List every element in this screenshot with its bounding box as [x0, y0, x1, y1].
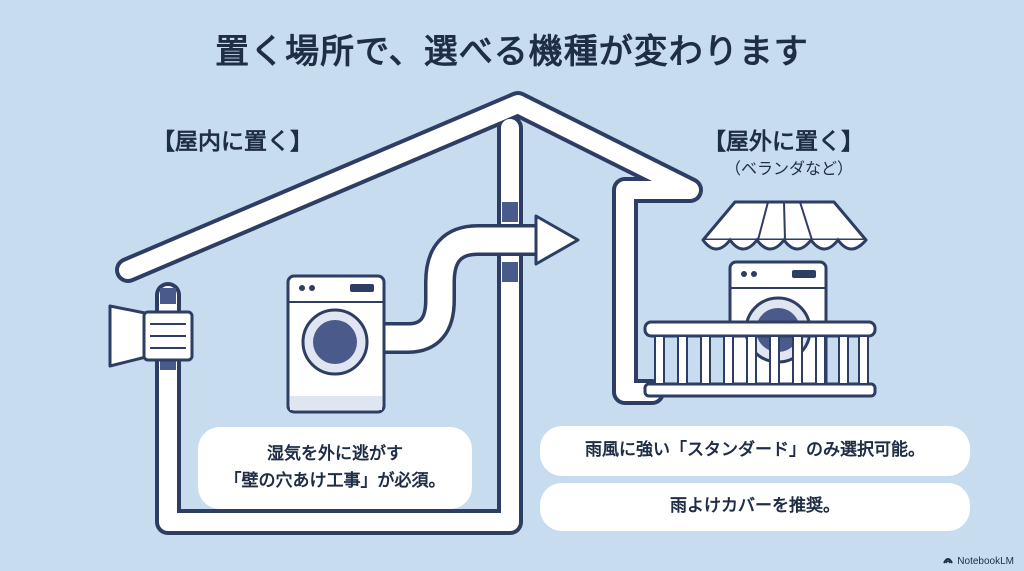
- indoor-note-box: 湿気を外に逃がす 「壁の穴あけ工事」が必須。: [198, 427, 472, 509]
- balcony-railing-icon: [643, 320, 877, 398]
- outdoor-note2-text: 雨よけカバーを推奨。: [670, 496, 840, 517]
- duct-arrow-icon: [375, 214, 580, 354]
- indoor-label: 【屋内に置く】: [152, 129, 313, 155]
- outdoor-note1-text: 雨風に強い「スタンダード」のみ選択可能。: [585, 440, 925, 461]
- vent-hood-icon: [108, 304, 194, 368]
- notebooklm-logo-icon: [943, 558, 953, 564]
- page-title: 置く場所で、選べる機種が変わります: [215, 32, 809, 72]
- indoor-note-line1: 湿気を外に逃がす: [267, 443, 403, 464]
- indoor-note-line2: 「壁の穴あけ工事」が必須。: [224, 471, 446, 491]
- awning-icon: [701, 200, 868, 251]
- washing-machine-icon: [286, 274, 386, 414]
- outdoor-note-box-2: 雨よけカバーを推奨。: [540, 483, 970, 531]
- outdoor-note-box-1: 雨風に強い「スタンダード」のみ選択可能。: [540, 426, 970, 476]
- house-outline-icon: [115, 91, 703, 535]
- brand-text: NotebookLM: [957, 556, 1014, 567]
- outdoor-sublabel: （ベランダなど）: [725, 159, 854, 178]
- outdoor-label: 【屋外に置く】: [703, 129, 864, 155]
